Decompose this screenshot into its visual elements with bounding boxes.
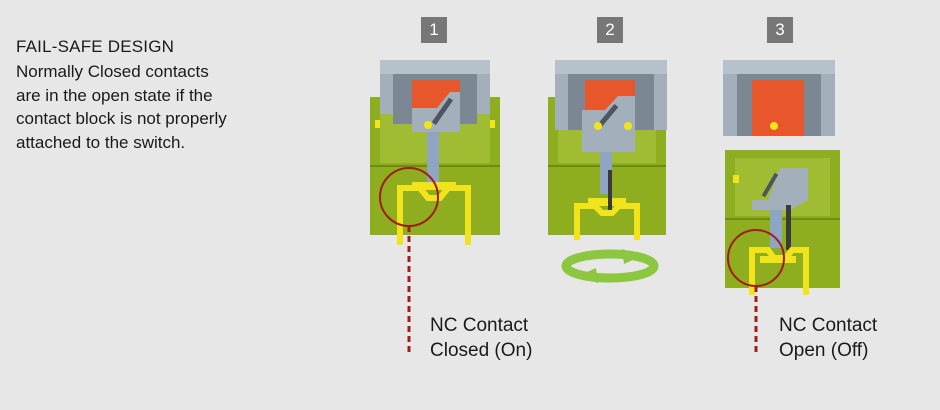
callout-closed: NC Contact Closed (On)	[430, 313, 532, 363]
panel-2-switch	[548, 60, 667, 283]
callout-open: NC Contact Open (Off)	[779, 313, 877, 363]
callout-open-line-1: NC Contact	[779, 315, 878, 336]
description-line-2: are in the open state if the	[16, 85, 213, 105]
panel-3-switch	[723, 60, 840, 356]
panel-1-switch	[370, 60, 500, 356]
callout-open-line-2: Open (Off)	[779, 340, 869, 361]
panel-3-lever	[761, 172, 779, 198]
panel-1-lever	[431, 97, 454, 126]
panel-1-contact-terminals	[397, 185, 471, 245]
panel-3-contact-bridge	[760, 256, 796, 263]
description-line-1: Normally Closed contacts	[16, 62, 209, 81]
step-badge-2: 2	[597, 17, 623, 43]
panel-3-housing-top	[723, 60, 835, 74]
panel-1-contact-bridge	[412, 182, 456, 190]
panel-2-pivot	[594, 122, 602, 130]
panel-2-pivot-right	[624, 122, 632, 130]
step-badge-3: 3	[767, 17, 793, 43]
panel-1-clip-right	[490, 120, 495, 128]
panel-1-plunger	[427, 132, 439, 182]
description-line-4: attached to the switch.	[16, 132, 186, 152]
panel-2-contact-bridge	[588, 198, 626, 206]
panel-2-contact-terminals	[574, 203, 640, 240]
panel-3-pivot	[770, 122, 778, 130]
description-line-3: contact block is not properly	[16, 109, 227, 128]
panel-3-clip	[733, 175, 739, 183]
panel-2-lever	[596, 103, 619, 129]
panel-3-actuator	[752, 80, 804, 136]
panel-3-plunger	[770, 210, 782, 248]
panel-1-housing-top	[380, 60, 490, 74]
panel-2-spring	[608, 170, 612, 210]
panel-1-pivot	[424, 121, 432, 129]
panel-3-block-divider	[725, 218, 840, 220]
panel-2-housing-top	[555, 60, 667, 74]
panel-3-spring	[786, 205, 791, 250]
heading: FAIL-SAFE DESIGN	[16, 37, 175, 56]
panel-1-clip-left	[375, 120, 380, 128]
panel-2-cam	[582, 96, 635, 152]
panel-3-cam	[752, 168, 808, 210]
callout-closed-line-2: Closed (On)	[430, 340, 533, 361]
description: Normally Closed contacts are in the open…	[16, 60, 316, 154]
step-badge-1: 1	[421, 17, 447, 43]
rotate-arrows-icon	[561, 249, 659, 283]
callout-closed-line-1: NC Contact	[430, 315, 529, 336]
